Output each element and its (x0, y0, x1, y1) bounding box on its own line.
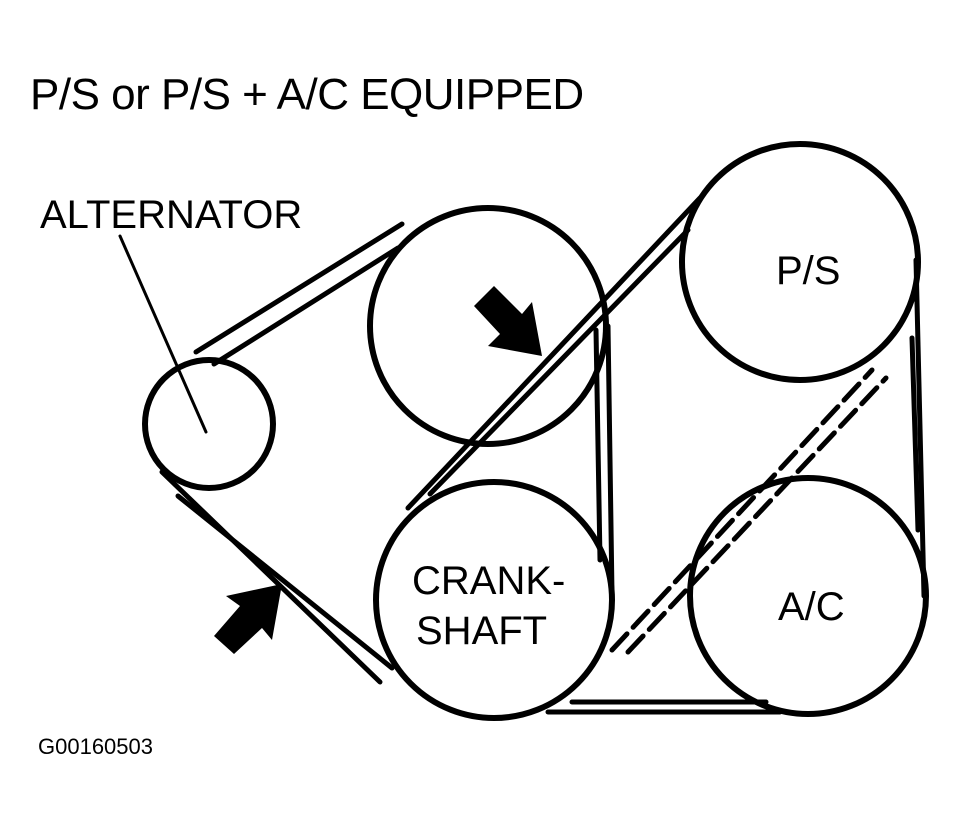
rotation-arrow-icon (474, 286, 542, 356)
alternator-pulley (142, 357, 276, 491)
rotation-arrow-icon (214, 584, 282, 654)
crankshaft-label-line1: CRANK- (412, 559, 565, 603)
idler-pulley (367, 205, 609, 447)
power-steering-label: P/S (776, 249, 840, 293)
crankshaft-pulley (373, 479, 615, 721)
alternator-leader-line (118, 234, 208, 434)
diagram-title: P/S or P/S + A/C EQUIPPED (30, 70, 584, 119)
ac-label: A/C (778, 585, 845, 629)
belt (159, 195, 927, 715)
figure-id: G00160503 (38, 734, 153, 759)
alternator-label: ALTERNATOR (40, 193, 302, 237)
ac-belt-dashed (609, 367, 889, 655)
crankshaft-label-line2: SHAFT (416, 609, 547, 653)
